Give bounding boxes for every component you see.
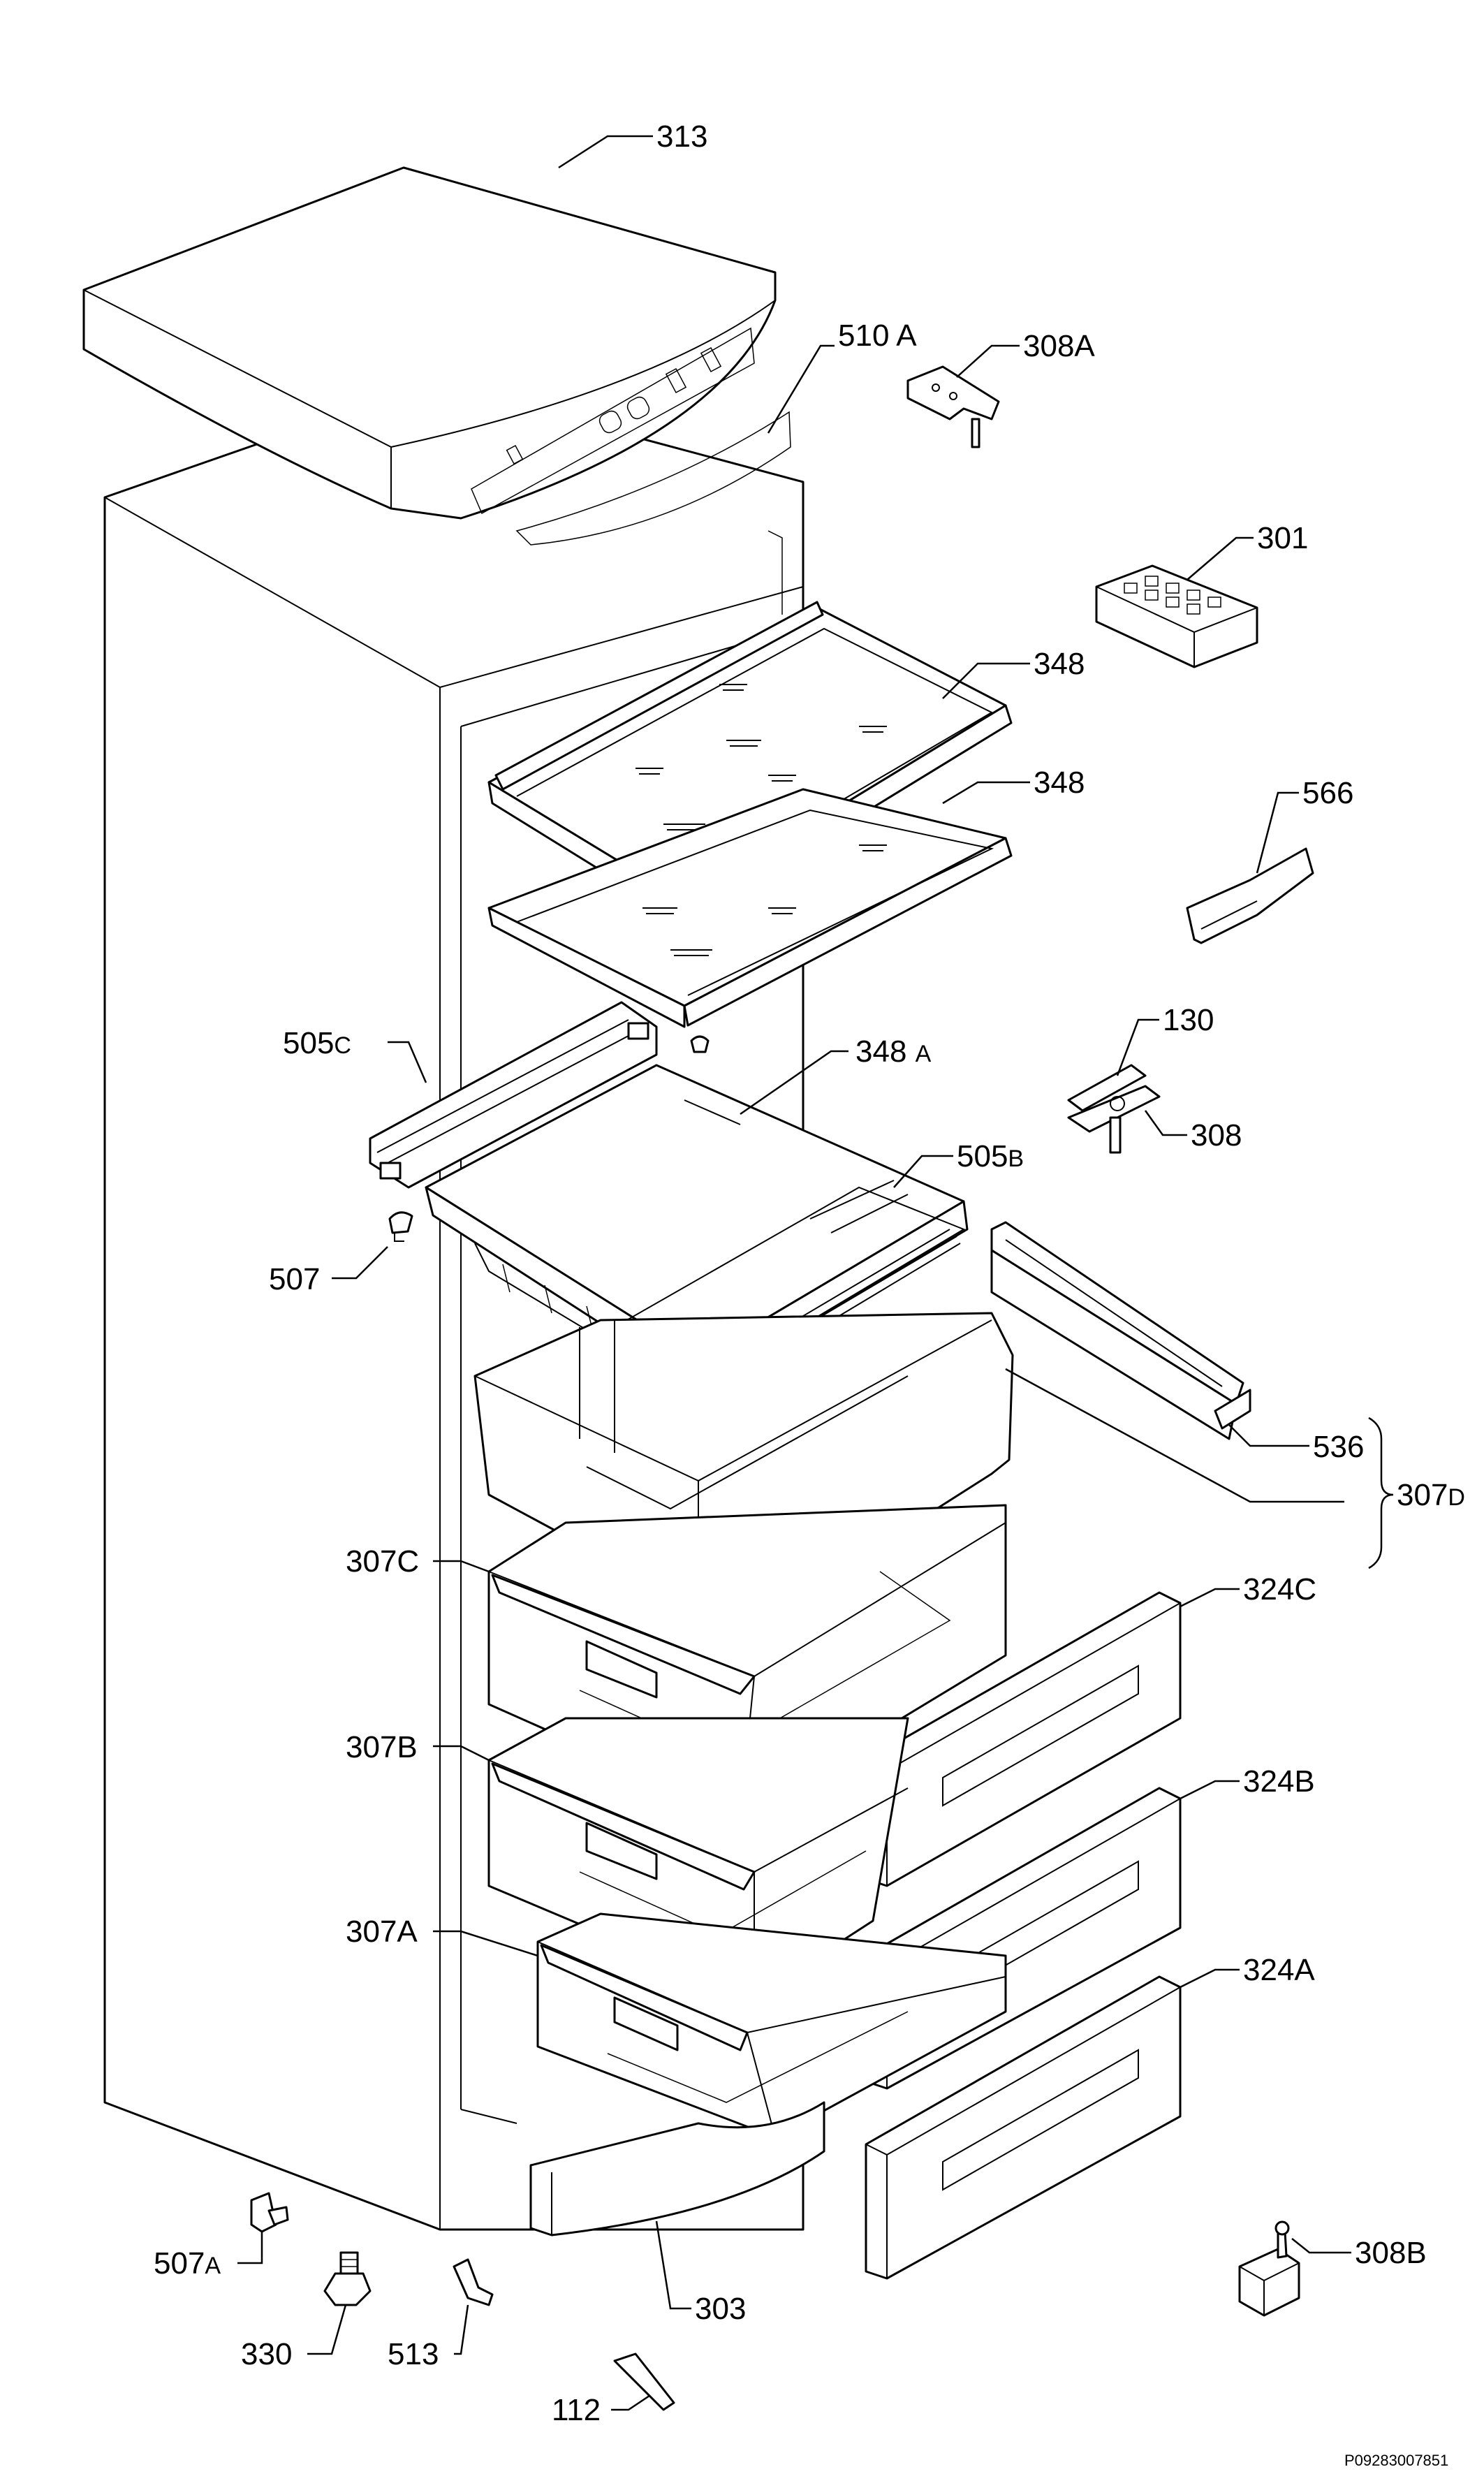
hinge-top-308a [906, 365, 1000, 448]
label-324a: 324A [1243, 1953, 1315, 1987]
plinth [529, 2101, 825, 2237]
scraper-566 [1186, 847, 1314, 944]
leader-lines [237, 135, 1394, 2411]
label-313: 313 [656, 119, 707, 154]
bracket-507a [250, 2192, 289, 2233]
top-cover [82, 166, 791, 546]
label-330: 330 [241, 2337, 292, 2371]
label-505c: 505C [283, 1026, 351, 1060]
foot-330 [323, 2251, 372, 2306]
label-308: 308 [1191, 1118, 1242, 1152]
drawer-307a [536, 1912, 1007, 2139]
label-324b: 324B [1243, 1764, 1315, 1799]
drawer-front-324a [865, 1975, 1182, 2280]
label-130: 130 [1163, 1003, 1214, 1037]
divider-panel [990, 1221, 1251, 1440]
shelf-support-left [369, 1001, 658, 1189]
clip-513 [453, 2258, 494, 2306]
label-507: 507 [269, 1262, 320, 1296]
hinge-middle-130-308 [1067, 1064, 1161, 1154]
glass-shelf-second [487, 788, 1013, 1053]
tool-112 [613, 2352, 675, 2411]
clip-507 [388, 1211, 413, 1242]
label-505b: 505B [957, 1139, 1024, 1173]
label-303: 303 [695, 2292, 746, 2326]
label-348-top: 348 [1034, 647, 1085, 681]
label-507a: 507A [154, 2246, 221, 2281]
label-307c: 307C [346, 1544, 419, 1579]
label-308a: 308A [1023, 329, 1095, 363]
label-348a: 348 A [855, 1034, 932, 1069]
label-513: 513 [388, 2337, 439, 2371]
label-301: 301 [1257, 521, 1308, 555]
label-324c: 324C [1243, 1572, 1316, 1606]
label-112: 112 [552, 2393, 601, 2427]
hinge-bottom-308b [1238, 2220, 1300, 2317]
figure-reference: P09283007851 [1344, 2452, 1448, 2469]
part-labels: 313 510 A 308A 301 348 348 566 505C 348 … [154, 119, 1465, 2469]
label-308b: 308B [1355, 2236, 1427, 2270]
label-510a: 510 A [838, 319, 917, 353]
label-307b: 307B [346, 1730, 418, 1764]
label-348-second: 348 [1034, 766, 1085, 800]
label-566: 566 [1302, 776, 1353, 810]
label-536: 536 [1313, 1430, 1364, 1464]
label-307d: 307D [1397, 1478, 1465, 1512]
ice-tray [1095, 564, 1258, 668]
label-307a: 307A [346, 1915, 418, 1949]
